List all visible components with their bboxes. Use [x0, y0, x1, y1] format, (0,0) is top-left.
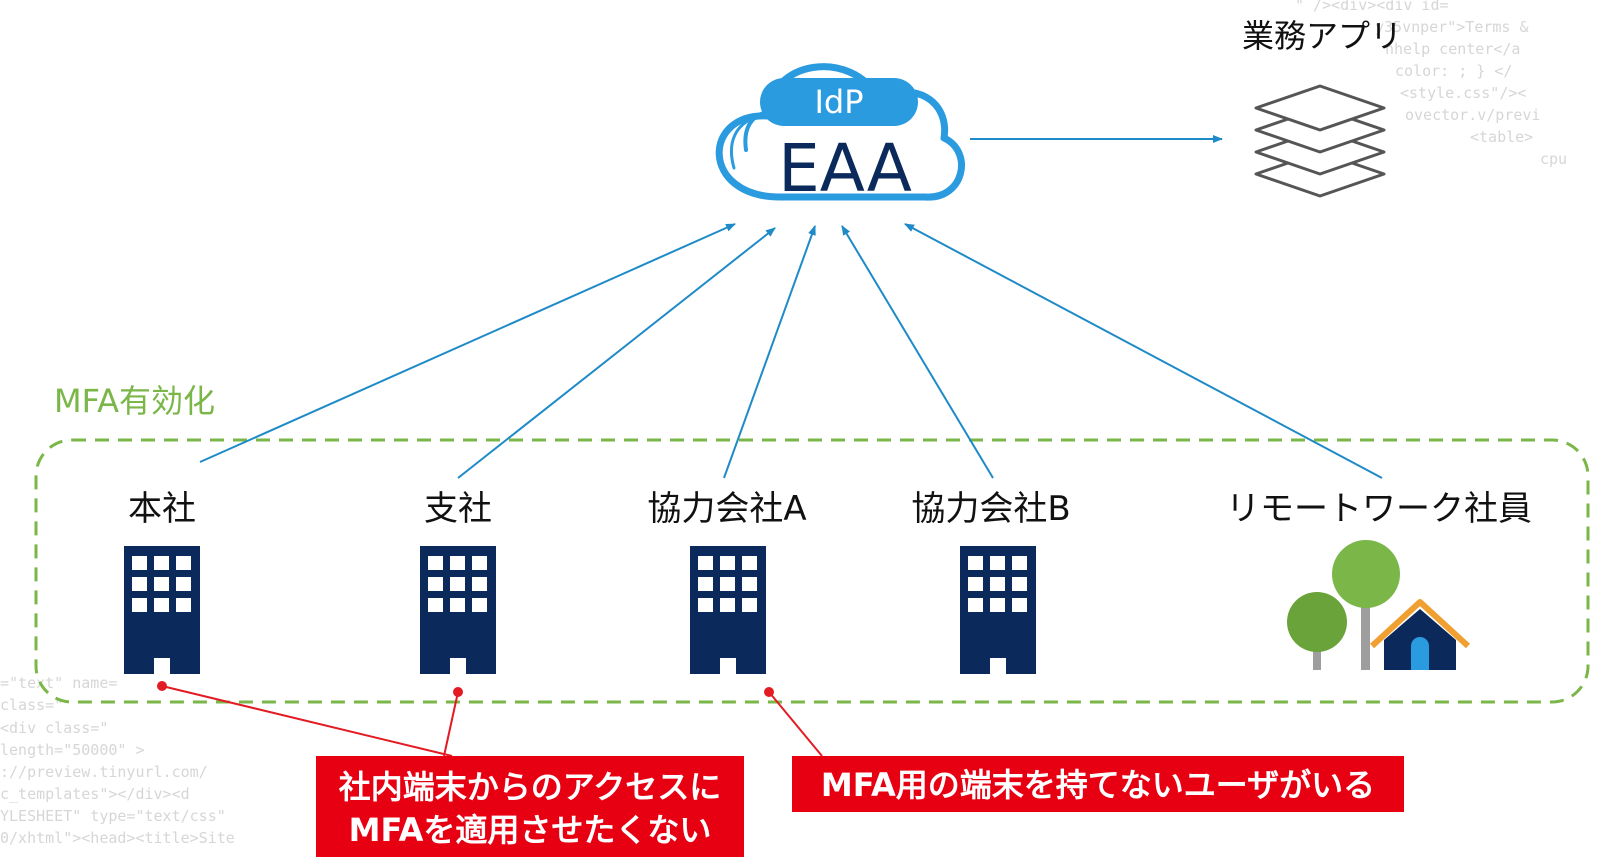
background-code-line: class=": [0, 696, 63, 714]
site-building-partner-b: [960, 546, 1036, 674]
background-code-line: cpu: [1540, 150, 1567, 168]
arrow-partner-b-to-idp: [841, 225, 994, 479]
site-label-partner-b: 協力会社B: [911, 489, 1070, 529]
background-code-line: <table>: [1470, 128, 1533, 146]
background-code-line: length="50000" >: [0, 741, 145, 759]
stacked-layers-icon: [1254, 84, 1386, 198]
background-code-line: " /><div><div id=: [1295, 0, 1449, 14]
site-label-partner-a: 協力会社A: [647, 489, 806, 529]
connector-dot: [453, 687, 463, 697]
background-code-line: YLESHEET" type="text/css": [0, 807, 226, 825]
arrow-partner-a-to-idp: [723, 225, 816, 479]
background-code-line: nhelp center</a: [1385, 40, 1520, 58]
callout-no-mfa-device-line-1: MFA用の端末を持てないユーザがいる: [821, 766, 1375, 804]
site-label-honsha: 本社: [128, 489, 196, 529]
background-code-line: c_templates"></div><d: [0, 785, 190, 803]
mfa-zone-boundary: [34, 438, 1590, 704]
eaa-idp-cloud: IdP EAA: [715, 63, 965, 207]
idp-badge: [760, 78, 918, 126]
connector-dot: [764, 687, 774, 697]
background-code-line: ="text" name=: [0, 674, 117, 692]
office-building-icon: [960, 546, 1036, 674]
arrow-honsha-to-idp: [199, 223, 736, 463]
callout-connectors: [157, 681, 823, 757]
site-label-shisha: 支社: [424, 489, 492, 529]
idp-name: EAA: [778, 130, 912, 207]
office-building-icon: [420, 546, 496, 674]
background-code-line: <div class=": [0, 719, 108, 737]
arrow-remote-to-idp: [904, 223, 1383, 479]
mfa-zone-label: MFA有効化: [54, 382, 215, 420]
site-label-remote: リモートワーク社員: [1226, 489, 1532, 529]
background-code-line: 0/xhtml"><head><title>Site: [0, 829, 235, 847]
business-app-label: 業務アプリ: [1242, 17, 1402, 55]
background-code: " /><div><div id= y35vnper">Terms & nhel…: [0, 0, 1567, 847]
business-app: 業務アプリ: [1242, 17, 1402, 198]
auth-arrows: [199, 135, 1383, 479]
callout-no-mfa-device: MFA用の端末を持てないユーザがいる: [792, 756, 1404, 812]
home-with-trees-icon: [1287, 540, 1471, 670]
background-code-line: ovector.v/previ: [1405, 106, 1540, 124]
background-code-line: <style.css"/><: [1400, 84, 1526, 102]
office-building-icon: [690, 546, 766, 674]
background-code-line: y35vnper">Terms &: [1375, 18, 1529, 36]
connector-dot: [157, 681, 167, 691]
idp-badge-label: IdP: [814, 83, 863, 121]
office-building-icon: [124, 546, 200, 674]
site-building-honsha: [124, 546, 200, 674]
background-code-line: ://preview.tinyurl.com/: [0, 763, 208, 781]
background-code-line: color: ; } </: [1395, 62, 1512, 80]
callout-internal-device-line-2: MFAを適用させたくない: [349, 811, 712, 849]
site-building-shisha: [420, 546, 496, 674]
arrow-shisha-to-idp: [457, 227, 776, 479]
callout-internal-device-line-1: 社内端末からのアクセスに: [339, 768, 721, 806]
site-building-partner-a: [690, 546, 766, 674]
callout-internal-device: 社内端末からのアクセスに MFAを適用させたくない: [316, 756, 744, 857]
